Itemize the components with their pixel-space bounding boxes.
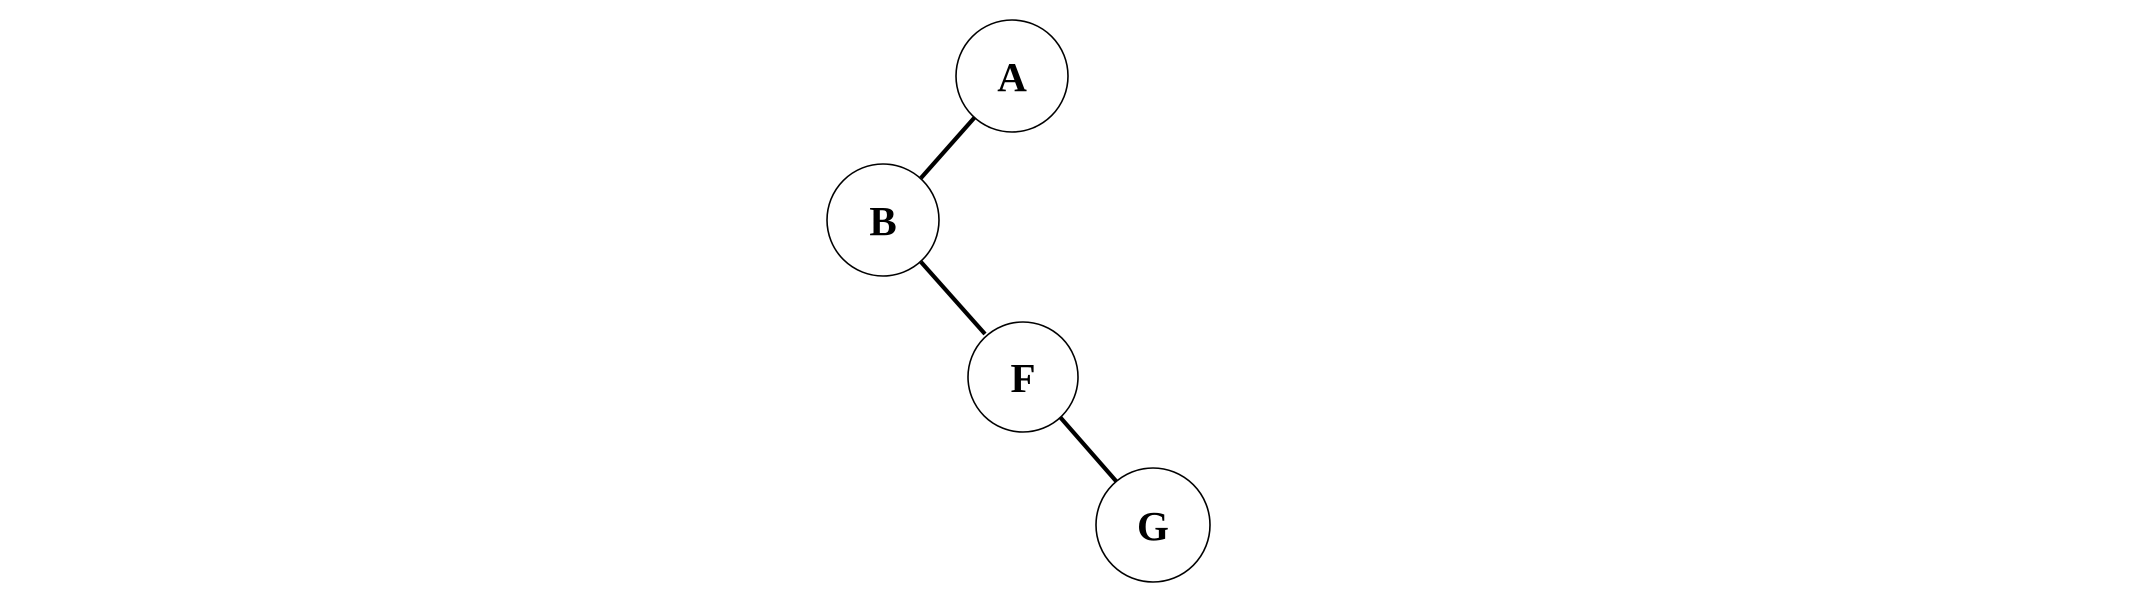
graph-node-a[interactable]: A: [955, 19, 1069, 133]
graph-node-g[interactable]: G: [1095, 467, 1211, 583]
node-label-a: A: [997, 54, 1027, 100]
edge-b-f: [919, 260, 987, 336]
node-label-g: G: [1137, 503, 1169, 549]
edges-layer: [919, 115, 1118, 483]
node-label-f: F: [1010, 355, 1035, 401]
edge-f-g: [1058, 415, 1118, 483]
nodes-layer: A B F G: [826, 19, 1211, 583]
node-circle-f[interactable]: [967, 321, 1079, 433]
graph-node-b[interactable]: B: [826, 163, 940, 277]
node-circle-g[interactable]: [1095, 467, 1211, 583]
node-circle-a[interactable]: [955, 19, 1069, 133]
node-circle-b[interactable]: [826, 163, 940, 277]
node-label-b: B: [869, 198, 896, 244]
graph-node-f[interactable]: F: [967, 321, 1079, 433]
edge-a-b: [919, 115, 977, 180]
